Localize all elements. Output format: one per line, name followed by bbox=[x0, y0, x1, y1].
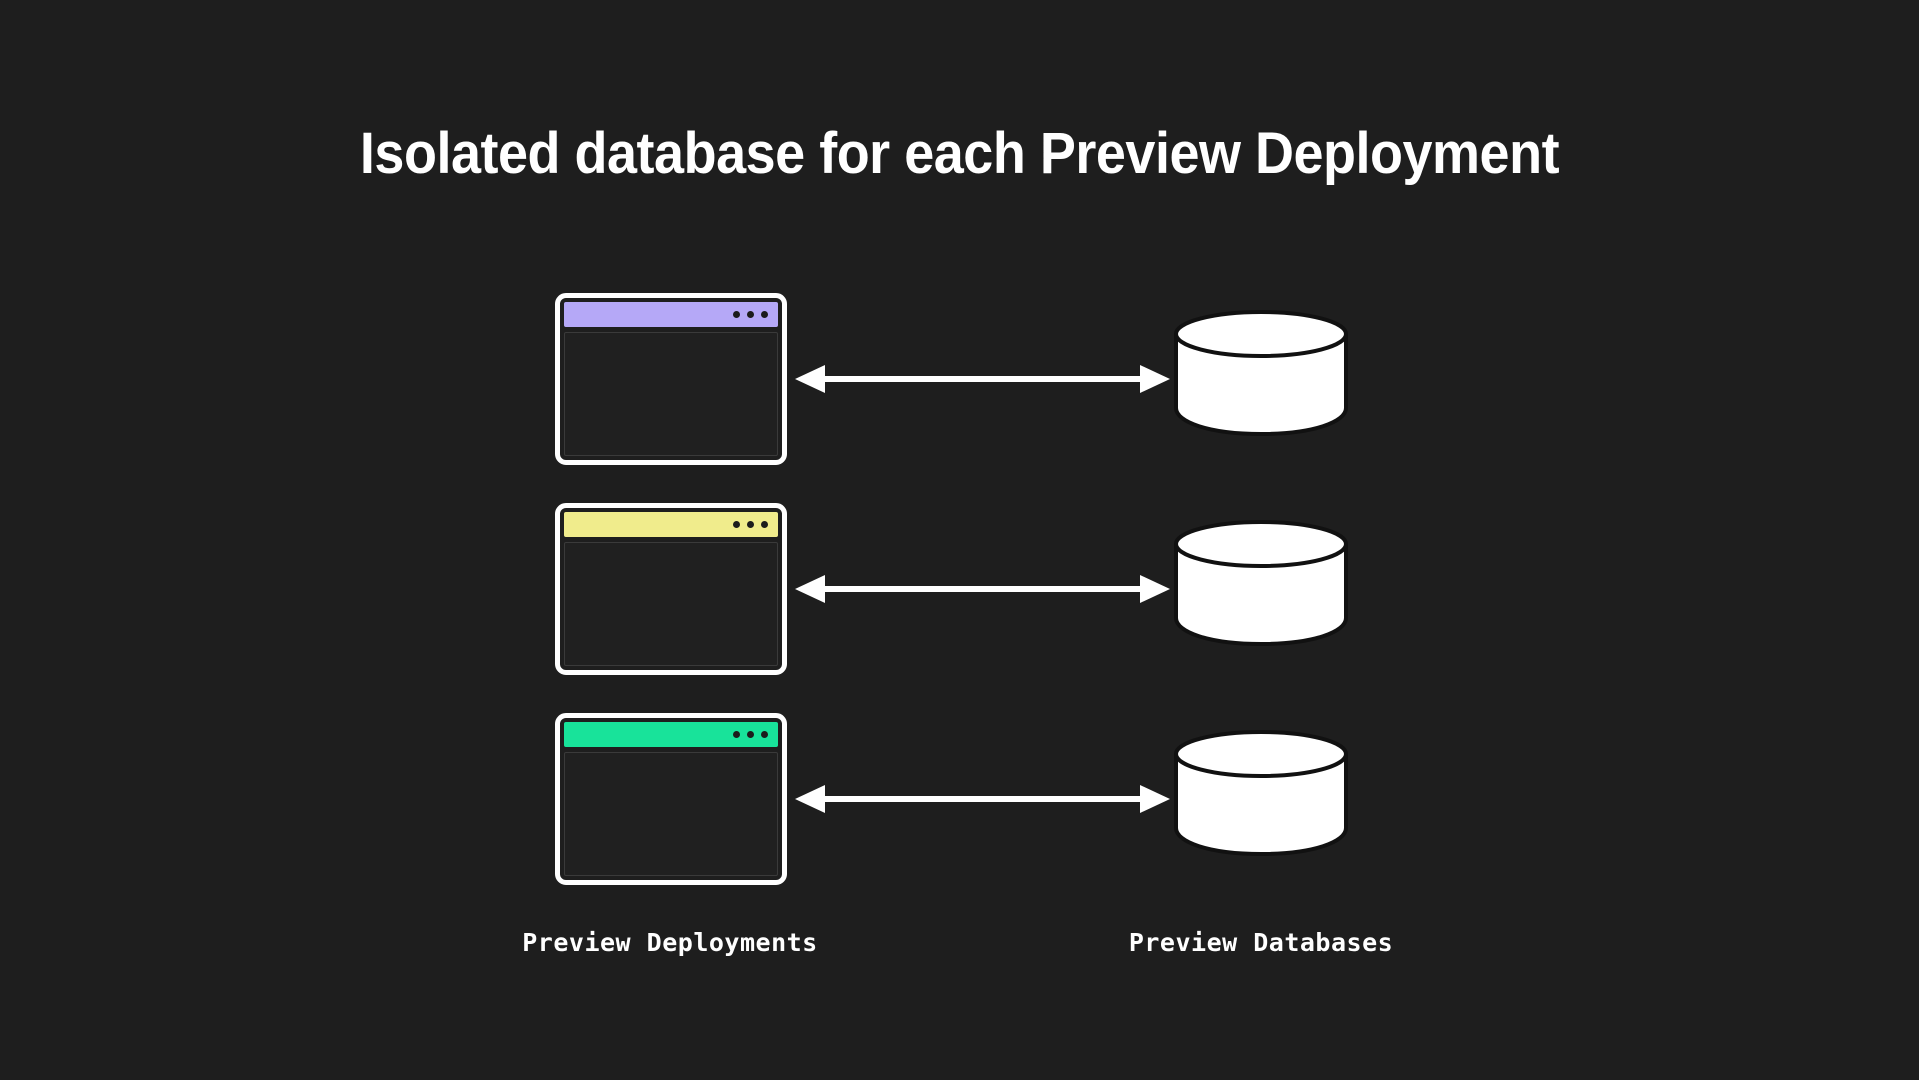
preview-database-cylinder-3[interactable] bbox=[1172, 728, 1350, 860]
window-dot-icon bbox=[761, 311, 768, 318]
preview-deployment-window-2[interactable] bbox=[555, 503, 787, 675]
window-dot-icon bbox=[733, 311, 740, 318]
window-titlebar-2 bbox=[564, 512, 778, 537]
double-arrow-icon bbox=[795, 785, 1170, 813]
diagram-row-2 bbox=[0, 503, 1919, 683]
double-arrow-icon bbox=[795, 365, 1170, 393]
caption-preview-deployments: Preview Deployments bbox=[522, 928, 818, 957]
window-content-area-3 bbox=[564, 752, 778, 876]
connector-arrow-1 bbox=[795, 365, 1170, 393]
database-icon bbox=[1174, 310, 1348, 436]
database-icon bbox=[1174, 520, 1348, 646]
window-dots-3 bbox=[733, 731, 768, 738]
preview-database-cylinder-2[interactable] bbox=[1172, 518, 1350, 650]
window-dot-icon bbox=[761, 521, 768, 528]
window-content-area-2 bbox=[564, 542, 778, 666]
preview-database-cylinder-1[interactable] bbox=[1172, 308, 1350, 440]
double-arrow-icon bbox=[795, 575, 1170, 603]
window-dots-1 bbox=[733, 311, 768, 318]
window-content-area-1 bbox=[564, 332, 778, 456]
window-dot-icon bbox=[747, 521, 754, 528]
database-icon bbox=[1174, 730, 1348, 856]
page-title: Isolated database for each Preview Deplo… bbox=[359, 121, 1560, 186]
connector-arrow-2 bbox=[795, 575, 1170, 603]
window-dot-icon bbox=[747, 731, 754, 738]
window-dot-icon bbox=[733, 521, 740, 528]
window-titlebar-1 bbox=[564, 302, 778, 327]
preview-deployment-window-1[interactable] bbox=[555, 293, 787, 465]
window-dot-icon bbox=[747, 311, 754, 318]
preview-deployment-window-3[interactable] bbox=[555, 713, 787, 885]
window-dot-icon bbox=[761, 731, 768, 738]
diagram-row-3 bbox=[0, 713, 1919, 893]
window-titlebar-3 bbox=[564, 722, 778, 747]
caption-preview-databases: Preview Databases bbox=[1128, 928, 1394, 957]
diagram-row-1 bbox=[0, 293, 1919, 473]
window-dots-2 bbox=[733, 521, 768, 528]
connector-arrow-3 bbox=[795, 785, 1170, 813]
window-dot-icon bbox=[733, 731, 740, 738]
